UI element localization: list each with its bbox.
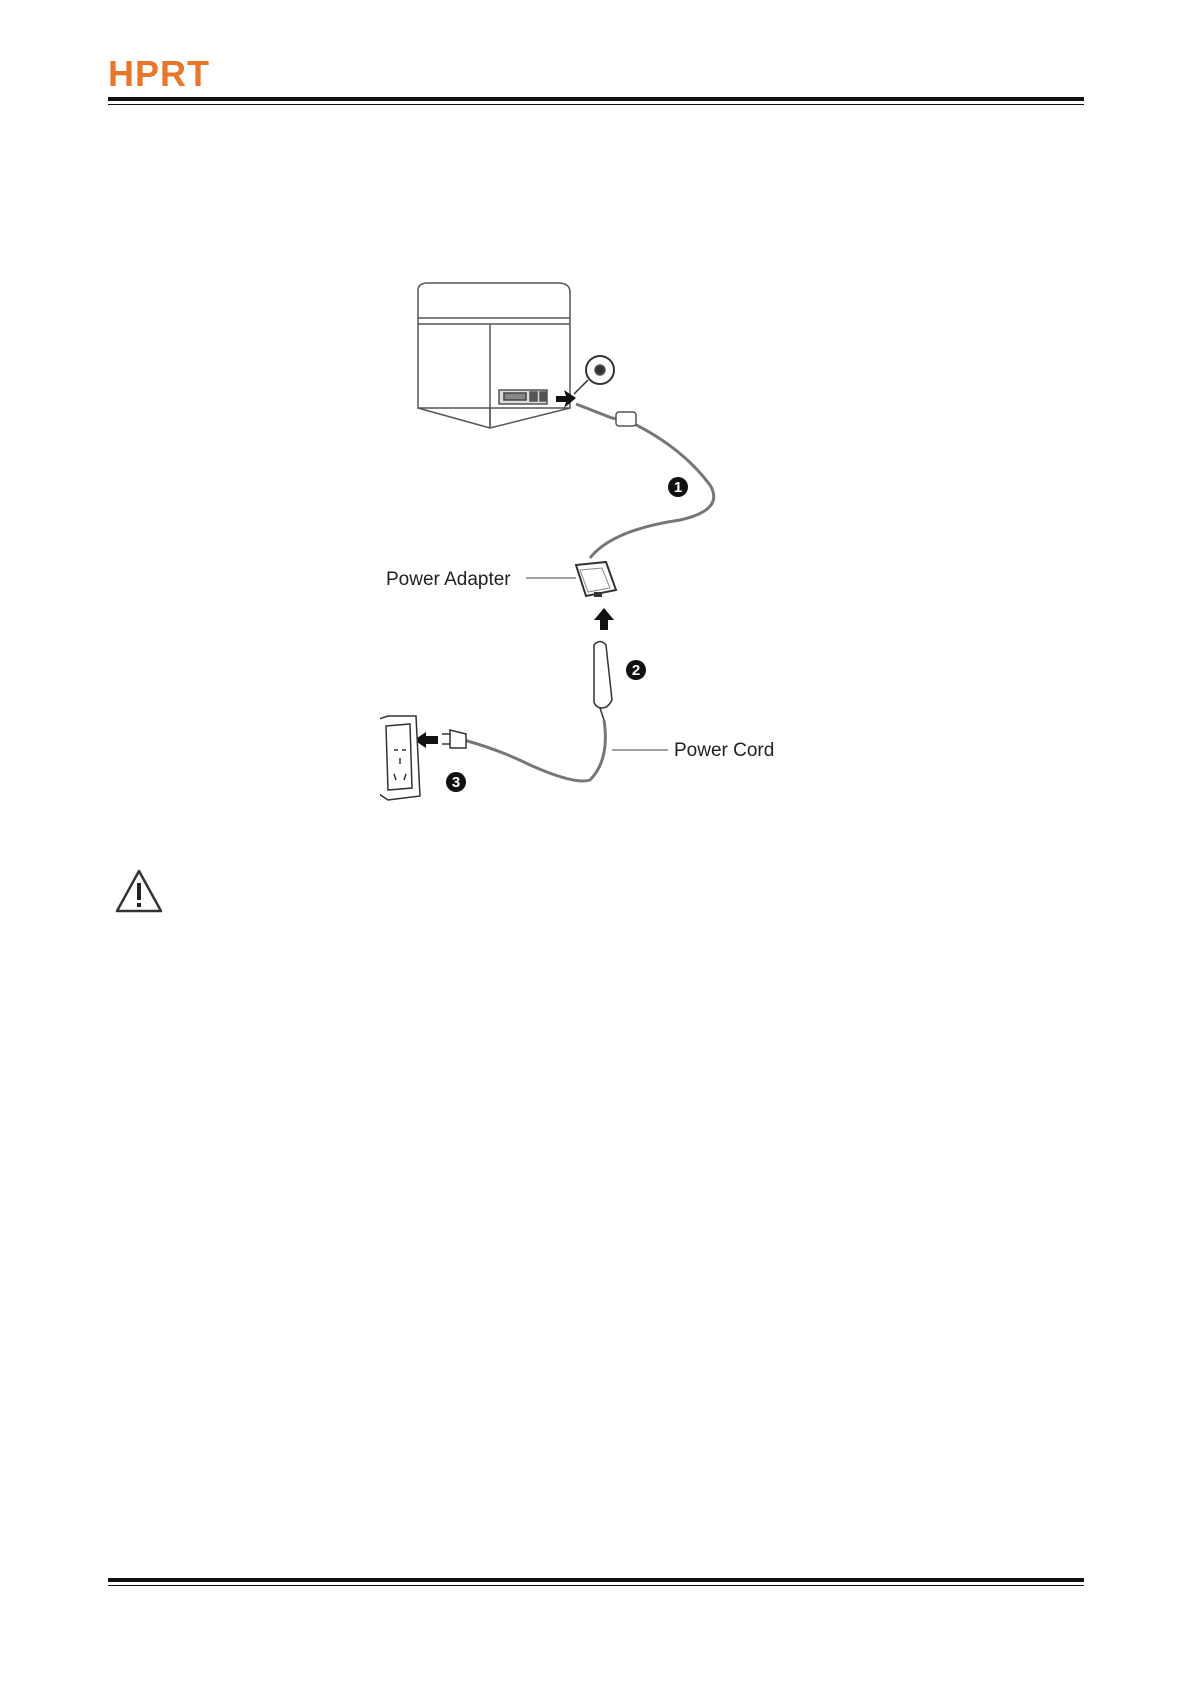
- wall-socket: [380, 716, 420, 800]
- header-rule-thick: [108, 97, 1084, 101]
- footer-rule-thick: [108, 1578, 1084, 1582]
- power-adapter-illustration: [576, 562, 616, 597]
- power-cord-label: Power Cord: [674, 740, 774, 761]
- power-adapter-label: Power Adapter: [386, 569, 511, 590]
- power-cord: [464, 720, 605, 781]
- plug-arrow-2: [594, 608, 614, 630]
- warning-icon: [114, 868, 164, 914]
- hprt-logo: HPRT: [108, 56, 248, 90]
- header-rule-thin: [108, 104, 1084, 105]
- power-connection-diagram: 1 Power Adapter 2 Power Cord 3: [380, 280, 840, 820]
- power-cord-connector: [594, 642, 612, 721]
- wall-plug: [442, 730, 466, 748]
- dc-cable: [576, 404, 714, 558]
- footer-rule-thin: [108, 1585, 1084, 1586]
- ferrite-bead: [616, 412, 636, 426]
- hprt-logo-text: HPRT: [108, 56, 210, 90]
- step-1-number: 1: [674, 479, 682, 496]
- step-2-number: 2: [632, 662, 640, 679]
- step-3-number: 3: [452, 774, 460, 791]
